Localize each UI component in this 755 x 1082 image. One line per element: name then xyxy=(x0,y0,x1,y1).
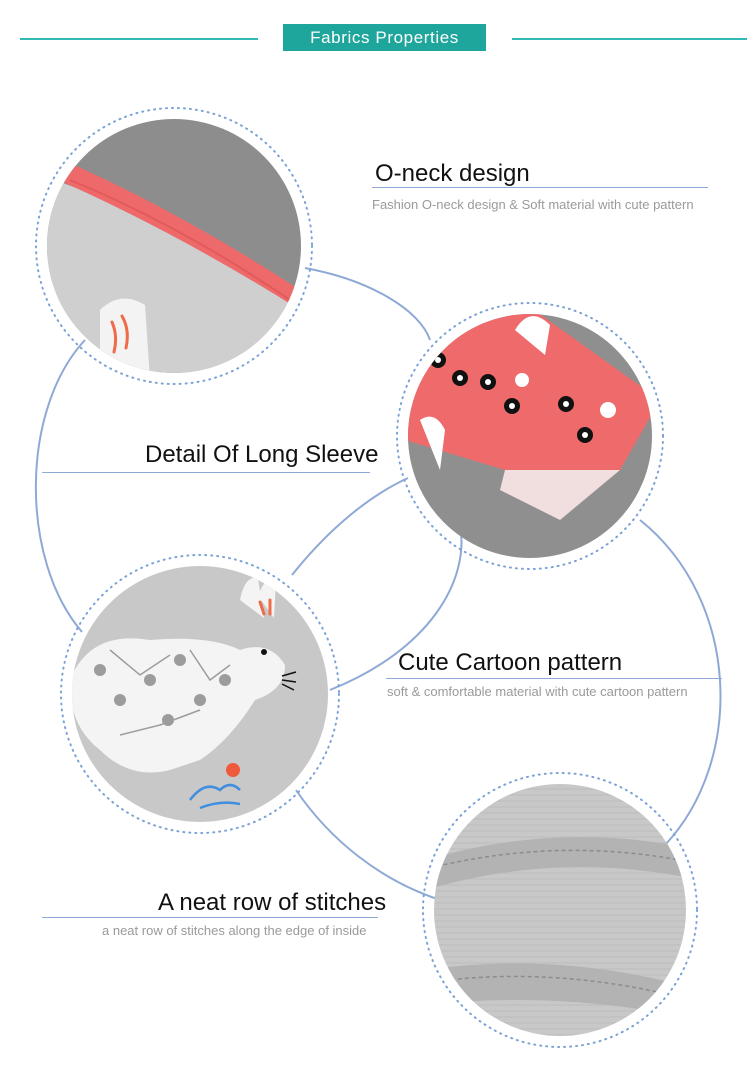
underline-stitches xyxy=(42,917,378,918)
connector-lines xyxy=(34,267,722,901)
o-neck-photo xyxy=(47,119,301,373)
header-line-left xyxy=(20,38,258,40)
sleeve-circle-ring xyxy=(396,302,664,570)
long-sleeve-photo xyxy=(408,314,652,558)
underline-o-neck xyxy=(372,187,708,188)
stitches-photo xyxy=(434,784,686,1036)
feature-subtitle-o-neck: Fashion O-neck design & Soft material wi… xyxy=(372,197,694,212)
neck-circle-ring xyxy=(35,107,313,385)
feature-subtitle-stitches: a neat row of stitches along the edge of… xyxy=(102,923,367,938)
feature-title-cartoon-pattern: Cute Cartoon pattern xyxy=(398,649,623,676)
cartoon-pattern-photo xyxy=(72,566,328,822)
feature-title-o-neck: O-neck design xyxy=(375,160,530,187)
feature-title-stitches: A neat row of stitches xyxy=(158,889,387,916)
header-line-right xyxy=(512,38,747,40)
feature-subtitle-cartoon-pattern: soft & comfortable material with cute ca… xyxy=(387,684,688,699)
section-title-badge: Fabrics Properties xyxy=(283,24,486,51)
underline-long-sleeve xyxy=(42,472,370,473)
feature-title-long-sleeve: Detail Of Long Sleeve xyxy=(145,441,379,468)
stitch-circle-ring xyxy=(422,772,698,1048)
underline-cartoon-pattern xyxy=(386,678,722,679)
pattern-circle-ring xyxy=(60,554,340,834)
